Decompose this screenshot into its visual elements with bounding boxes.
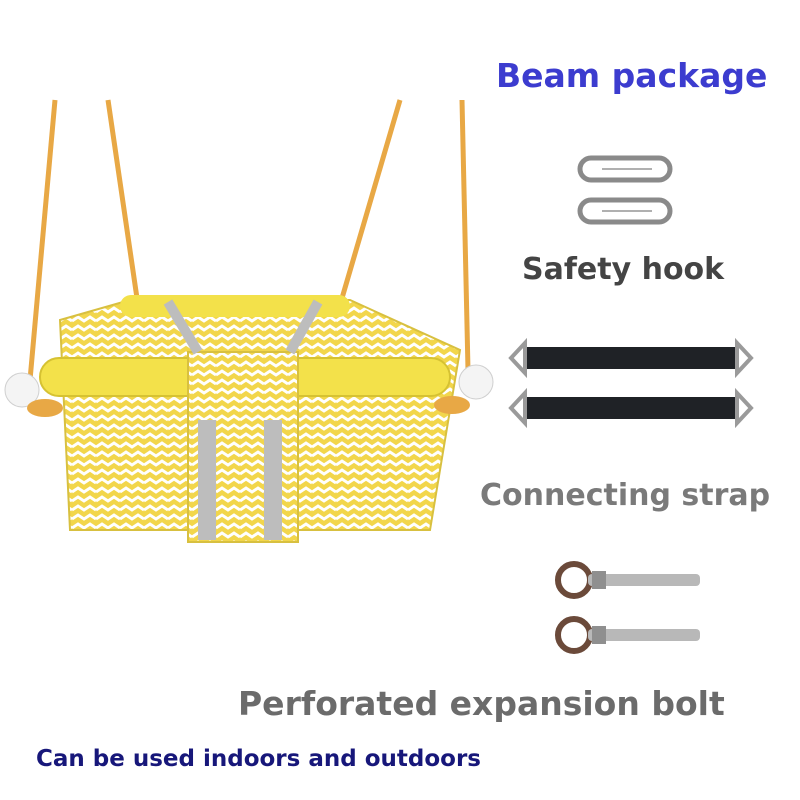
page-title: Beam package bbox=[496, 56, 768, 95]
safety-hook-label: Safety hook bbox=[522, 252, 725, 287]
usage-note: Can be used indoors and outdoors bbox=[36, 746, 481, 772]
eye-bolt-icon bbox=[555, 561, 700, 654]
connecting-strap-label: Connecting strap bbox=[480, 478, 771, 513]
swing-image bbox=[4, 99, 494, 543]
strap-icon bbox=[508, 337, 754, 429]
expansion-bolt-label: Perforated expansion bolt bbox=[238, 684, 725, 723]
carabiner-icon bbox=[577, 155, 673, 225]
